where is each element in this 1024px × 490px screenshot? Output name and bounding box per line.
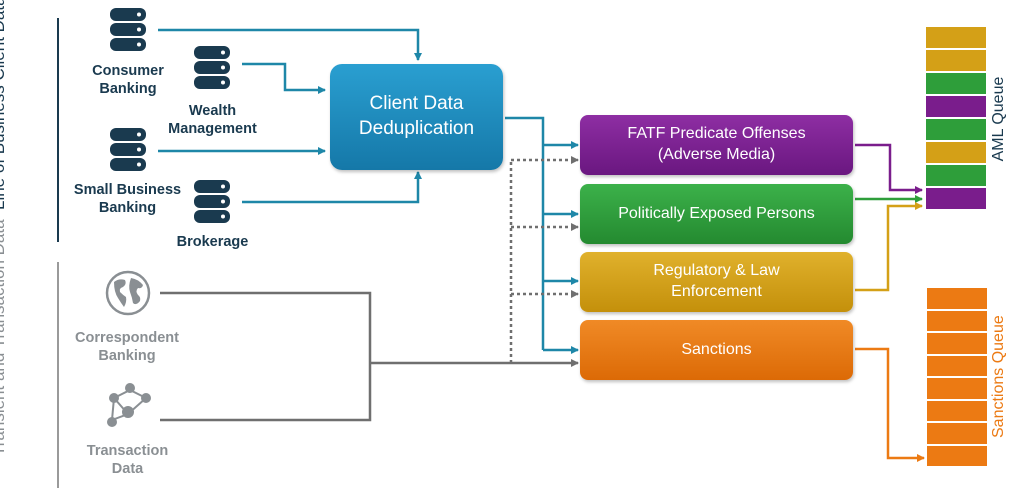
category-pep-label: Politically Exposed Persons bbox=[618, 204, 815, 222]
queue-cell bbox=[926, 444, 988, 467]
queue-cell bbox=[925, 141, 987, 164]
database-icon bbox=[110, 8, 146, 51]
queue-cell bbox=[926, 287, 988, 310]
queue-cell bbox=[925, 72, 987, 95]
queue-cell bbox=[925, 49, 987, 72]
queue-cell bbox=[926, 377, 988, 400]
source-label-correspondent: Correspondent Banking bbox=[75, 330, 179, 365]
source-label-transaction: Transaction Data bbox=[86, 443, 169, 478]
network-icon bbox=[107, 383, 151, 427]
category-regulatory-label: Regulatory & Law Enforcement bbox=[653, 262, 780, 300]
queue-cell bbox=[925, 95, 987, 118]
category-fatf: FATF Predicate Offenses (Adverse Media) bbox=[580, 115, 853, 175]
source-label-consumer: Consumer Banking bbox=[92, 63, 164, 98]
group-label-lob: Line of Business Client Data bbox=[0, 0, 8, 210]
category-regulatory: Regulatory & Law Enforcement bbox=[580, 252, 853, 312]
category-fatf-label: FATF Predicate Offenses (Adverse Media) bbox=[627, 125, 806, 163]
queue-cell bbox=[926, 309, 988, 332]
aml-queue-label: AML Queue bbox=[990, 76, 1007, 162]
globe-icon bbox=[105, 270, 151, 316]
database-icon bbox=[110, 128, 146, 171]
sanctions-queue-label: Sanctions Queue bbox=[990, 315, 1007, 438]
queue-cell bbox=[925, 26, 987, 49]
dedup-label: Client Data Deduplication bbox=[358, 93, 475, 139]
source-label-brokerage: Brokerage bbox=[176, 234, 249, 250]
aml-queue bbox=[925, 26, 987, 210]
queue-cell bbox=[925, 164, 987, 187]
queue-cell bbox=[925, 118, 987, 141]
database-icon bbox=[194, 46, 230, 89]
queue-cell bbox=[926, 354, 988, 377]
group-label-transient: Transient and Transaction Data bbox=[0, 219, 8, 456]
queue-cell bbox=[925, 187, 987, 210]
queue-cell bbox=[926, 332, 988, 355]
source-label-small-business: Small Business Banking bbox=[73, 182, 182, 217]
category-sanctions-label: Sanctions bbox=[681, 340, 752, 358]
category-pep: Politically Exposed Persons bbox=[580, 184, 853, 244]
source-label-wealth: Wealth Management bbox=[168, 103, 257, 138]
database-icon bbox=[194, 180, 230, 223]
dedup-box: Client Data Deduplication bbox=[330, 64, 503, 170]
category-sanctions: Sanctions bbox=[580, 320, 853, 380]
queue-cell bbox=[926, 422, 988, 445]
sanctions-queue bbox=[926, 287, 988, 467]
queue-cell bbox=[926, 399, 988, 422]
